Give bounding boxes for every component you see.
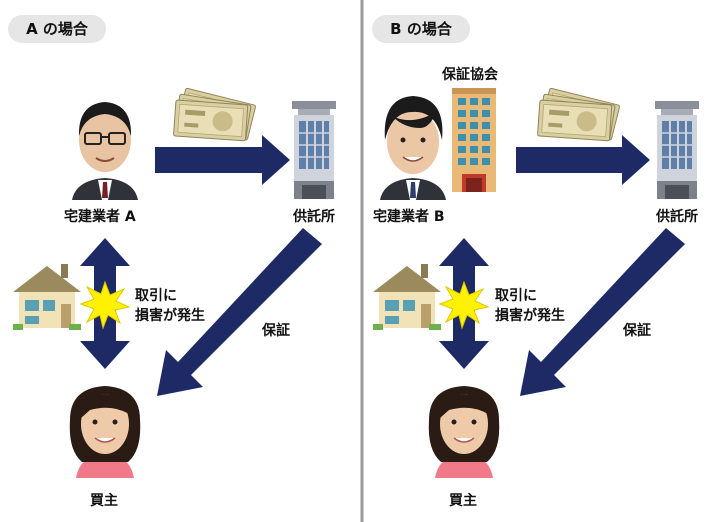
- association-building-icon: [452, 88, 496, 192]
- agent-a-label: 宅建業者 A: [64, 209, 136, 225]
- arrow-association-to-deposit-b: [516, 135, 650, 185]
- businessman-b-icon: [380, 96, 446, 200]
- deposit-office-b-icon: [654, 100, 700, 200]
- cash-b-icon: [537, 88, 619, 141]
- businessman-a-icon: [72, 102, 138, 200]
- buyer-b-icon: [428, 386, 500, 478]
- burst-a-icon: [80, 281, 130, 329]
- incident-a-line1: 取引に: [135, 288, 177, 304]
- incident-a-line2: 損害が発生: [135, 308, 205, 324]
- panel-b-graphics: [373, 88, 700, 478]
- incident-b-line1: 取引に: [495, 288, 537, 304]
- cash-a-icon: [173, 88, 255, 141]
- guarantee-b-label: 保証: [623, 323, 651, 339]
- burst-b-icon: [439, 281, 489, 329]
- arrow-deposit-to-buyer-b: [520, 228, 685, 396]
- association-label: 保証協会: [442, 67, 498, 83]
- house-b-icon: [373, 264, 441, 330]
- agent-b-label: 宅建業者 B: [373, 209, 445, 225]
- panel-b-title: B の場合: [372, 15, 470, 43]
- house-a-icon: [13, 264, 81, 330]
- deposit-office-a-label: 供託所: [293, 209, 335, 225]
- deposit-office-b-label: 供託所: [656, 209, 698, 225]
- guarantee-a-label: 保証: [262, 323, 290, 339]
- buyer-a-label: 買主: [90, 493, 118, 509]
- buyer-b-label: 買主: [449, 493, 477, 509]
- deposit-office-a-icon: [291, 100, 337, 200]
- arrow-agent-to-deposit-a: [155, 135, 290, 185]
- buyer-a-icon: [69, 386, 141, 478]
- arrow-deposit-to-buyer-a: [157, 228, 322, 396]
- panel-a-title: A の場合: [8, 15, 106, 43]
- incident-b-line2: 損害が発生: [495, 308, 565, 324]
- panel-a-graphics: [13, 88, 337, 478]
